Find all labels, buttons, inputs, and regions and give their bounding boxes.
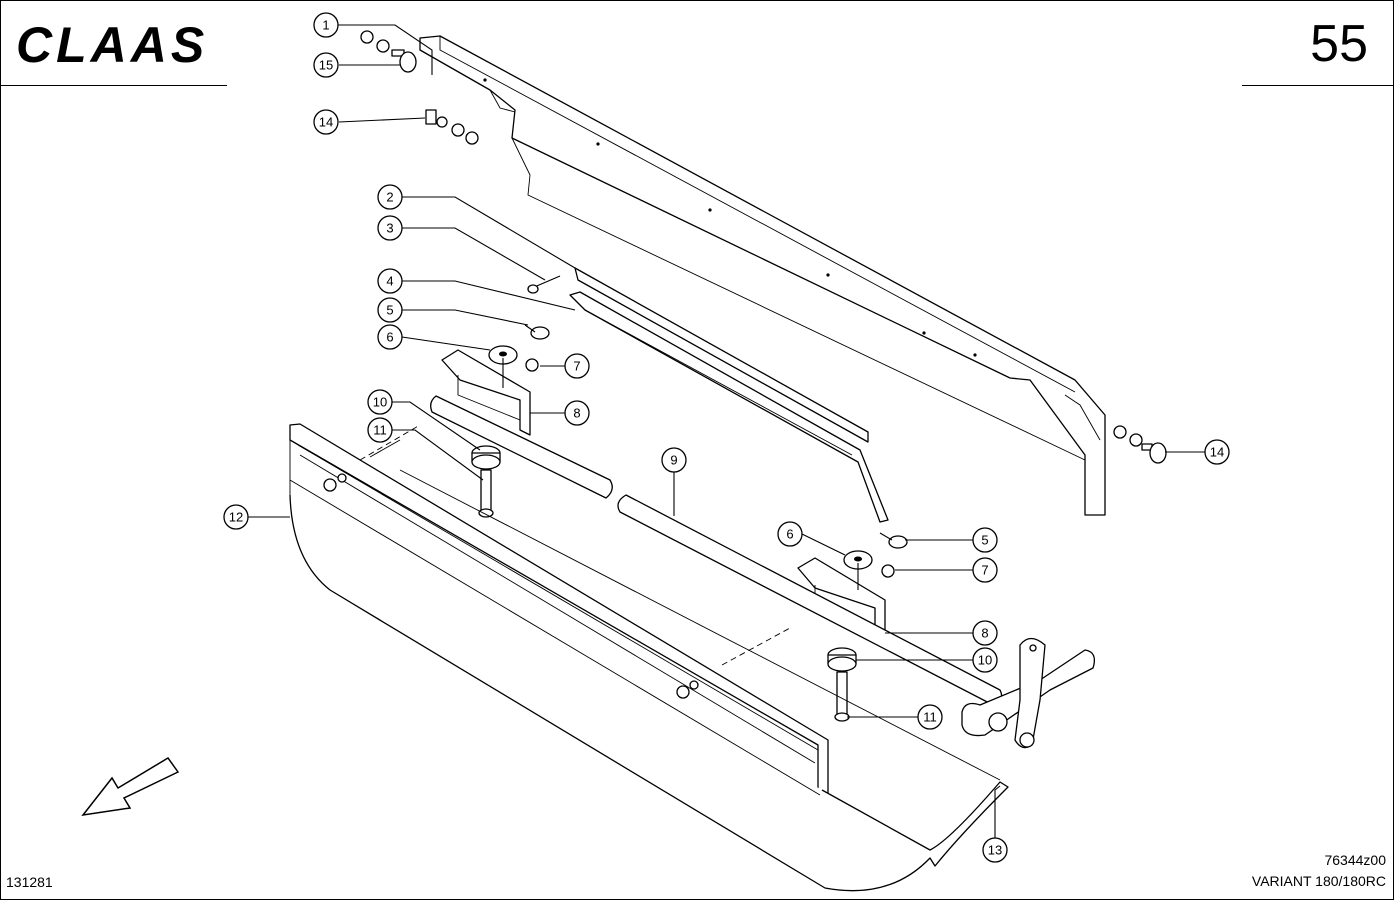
callout-12: 12	[223, 504, 249, 530]
callout-15: 15	[313, 52, 339, 78]
part-cover-plate	[419, 35, 1106, 516]
svg-text:4: 4	[386, 274, 393, 289]
callout-14-right: 14	[1204, 439, 1230, 465]
svg-text:2: 2	[386, 190, 393, 205]
svg-text:8: 8	[981, 626, 988, 641]
svg-text:6: 6	[786, 527, 793, 542]
callout-3: 3	[377, 215, 403, 241]
callout-10-upper: 10	[367, 389, 393, 415]
header-rule-left	[0, 85, 227, 86]
callout-11-upper: 11	[367, 417, 393, 443]
callout-7-upper: 7	[564, 353, 590, 379]
date-code: 131281	[6, 874, 53, 890]
part-lever-arm	[961, 637, 1096, 749]
callout-11-lower: 11	[917, 704, 943, 730]
svg-text:13: 13	[988, 843, 1002, 858]
svg-text:15: 15	[319, 58, 333, 73]
part-small-bolts	[525, 358, 895, 578]
callout-6-upper: 6	[377, 324, 403, 350]
brand-logo-text: CLAAS	[16, 18, 208, 70]
callout-4: 4	[377, 268, 403, 294]
drawing-number: 76344z00	[1324, 852, 1386, 868]
svg-text:1: 1	[322, 18, 329, 33]
svg-text:9: 9	[670, 453, 677, 468]
callout-1: 1	[313, 12, 339, 38]
svg-text:7: 7	[573, 359, 580, 374]
model-name: VARIANT 180/180RC	[1251, 873, 1386, 889]
svg-text:14: 14	[1210, 445, 1224, 460]
part-spring-clips	[524, 324, 908, 549]
part-fasteners	[360, 30, 1167, 464]
callout-14-top: 14	[313, 109, 339, 135]
svg-text:10: 10	[373, 395, 387, 410]
callout-8-upper: 8	[564, 400, 590, 426]
svg-text:11: 11	[923, 710, 937, 725]
svg-text:8: 8	[573, 406, 580, 421]
part-strip-plates	[569, 267, 889, 523]
callout-5-upper: 5	[377, 297, 403, 323]
direction-arrow-icon	[81, 757, 180, 817]
callout-6-lower: 6	[777, 521, 803, 547]
page-number: 55	[1310, 15, 1368, 73]
footer-info: 76344z00 VARIANT 180/180RC	[1252, 850, 1386, 892]
svg-text:3: 3	[386, 221, 393, 236]
svg-text:12: 12	[229, 510, 243, 525]
callout-7-lower: 7	[972, 557, 998, 583]
svg-text:10: 10	[978, 653, 992, 668]
svg-text:6: 6	[386, 330, 393, 345]
part-round-bars	[430, 395, 1003, 707]
part-washers	[488, 345, 873, 570]
header-rule-right	[1242, 85, 1394, 86]
leader-lines	[248, 24, 1205, 838]
part-trough	[289, 423, 1009, 892]
svg-text:5: 5	[981, 533, 988, 548]
svg-text:7: 7	[981, 563, 988, 578]
svg-text:14: 14	[319, 115, 333, 130]
callout-9: 9	[661, 447, 687, 473]
callout-10-lower: 10	[972, 647, 998, 673]
brand-logo: CLAAS	[14, 17, 236, 73]
callout-13: 13	[982, 837, 1008, 863]
callout-2: 2	[377, 184, 403, 210]
callout-8-lower: 8	[972, 620, 998, 646]
part-rivet	[527, 275, 561, 294]
callout-5-lower: 5	[972, 527, 998, 553]
svg-text:11: 11	[373, 423, 387, 438]
svg-text:5: 5	[386, 303, 393, 318]
